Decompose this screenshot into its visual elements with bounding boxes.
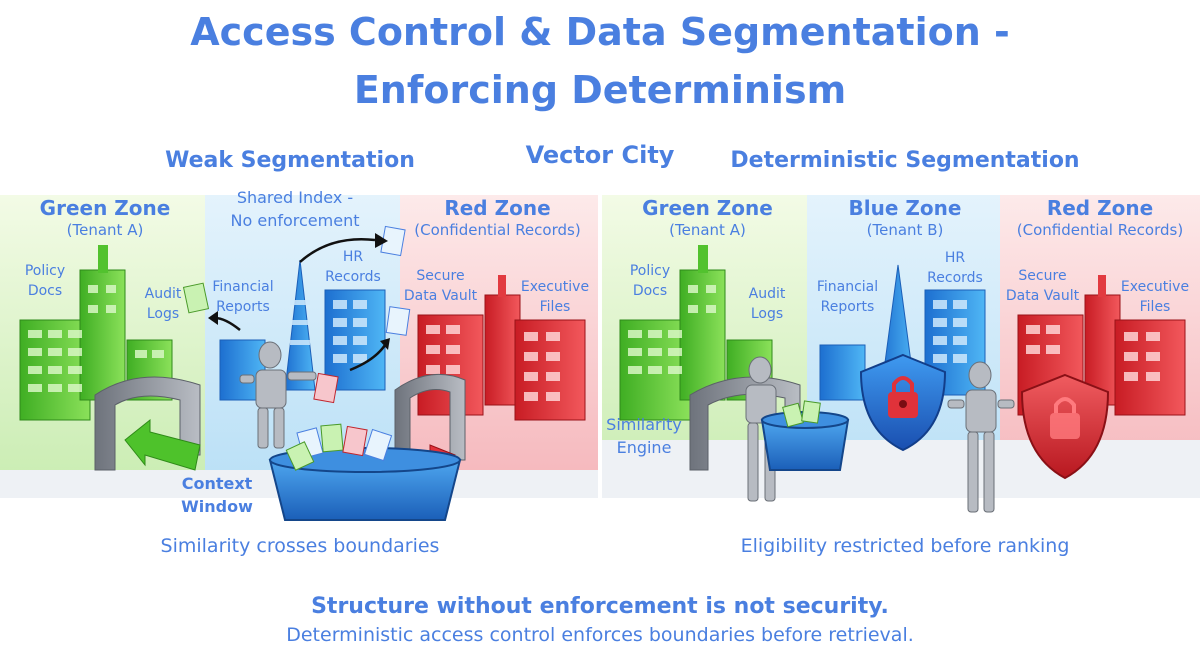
left-panel-heading: Weak Segmentation bbox=[165, 148, 415, 173]
left-label-context-2: Window bbox=[181, 497, 253, 516]
left-red-buildings bbox=[417, 275, 586, 421]
left-label-financial-1: Financial bbox=[212, 279, 274, 295]
right-label-audit-logs-1: Audit bbox=[748, 286, 786, 302]
right-label-exec-1: Executive bbox=[1120, 279, 1190, 295]
right-basket bbox=[760, 400, 850, 471]
left-green-arrow bbox=[124, 418, 201, 471]
left-blue-buildings bbox=[219, 259, 386, 401]
right-label-exec-2: Files bbox=[1139, 299, 1171, 315]
right-label-similarity-2: Engine bbox=[616, 438, 672, 457]
right-label-hr-2: Records bbox=[927, 270, 983, 286]
left-shared-index-line2: No enforcement bbox=[230, 211, 360, 230]
footer-line-1: Structure without enforcement is not sec… bbox=[311, 594, 889, 619]
title-line-2: Enforcing Determinism bbox=[353, 68, 847, 112]
left-label-policy-docs-2: Docs bbox=[27, 283, 63, 299]
right-green-zone-name: Green Zone bbox=[642, 196, 773, 220]
right-caption: Eligibility restricted before ranking bbox=[740, 535, 1070, 557]
right-label-policy-docs-1: Policy bbox=[629, 263, 671, 279]
left-label-context-1: Context bbox=[181, 474, 253, 493]
left-caption: Similarity crosses boundaries bbox=[160, 535, 440, 557]
right-label-vault-1: Secure bbox=[1018, 268, 1067, 284]
right-robot-2 bbox=[947, 361, 1015, 513]
left-label-financial-2: Reports bbox=[216, 299, 270, 315]
right-label-similarity-1: Similarity bbox=[606, 415, 682, 434]
right-blue-zone-name: Blue Zone bbox=[848, 196, 962, 220]
left-green-zone-sub: (Tenant A) bbox=[66, 221, 144, 239]
left-robot bbox=[239, 341, 317, 449]
left-label-audit-logs-1: Audit bbox=[144, 286, 182, 302]
right-label-audit-logs-2: Logs bbox=[750, 306, 784, 322]
left-label-exec-1: Executive bbox=[520, 279, 590, 295]
left-red-zone-sub: (Confidential Records) bbox=[414, 221, 581, 239]
right-label-policy-docs-2: Docs bbox=[632, 283, 668, 299]
right-label-financial-2: Reports bbox=[820, 299, 875, 315]
footer-line-2: Deterministic access control enforces bo… bbox=[286, 624, 914, 646]
right-shield-blue bbox=[859, 353, 947, 452]
right-red-zone-name: Red Zone bbox=[1046, 196, 1154, 220]
right-green-zone-sub: (Tenant A) bbox=[669, 221, 746, 239]
right-blue-zone-sub: (Tenant B) bbox=[866, 221, 944, 239]
left-docs bbox=[182, 225, 411, 404]
left-label-vault-1: Secure bbox=[416, 268, 465, 284]
right-panel-heading: Deterministic Segmentation bbox=[730, 148, 1080, 173]
left-green-buildings bbox=[19, 245, 173, 421]
left-label-exec-2: Files bbox=[539, 299, 571, 315]
title-line-1: Access Control & Data Segmentation - bbox=[190, 10, 1010, 54]
left-red-zone-name: Red Zone bbox=[444, 196, 551, 220]
city-label: Vector City bbox=[525, 141, 675, 169]
panel-divider bbox=[598, 195, 602, 500]
right-label-financial-1: Financial bbox=[816, 279, 879, 295]
right-label-hr-1: HR bbox=[944, 250, 966, 266]
left-green-zone-name: Green Zone bbox=[39, 196, 171, 220]
left-basket bbox=[268, 423, 462, 521]
left-label-audit-logs-2: Logs bbox=[146, 306, 180, 322]
left-label-hr-2: Records bbox=[325, 269, 381, 285]
left-label-policy-docs-1: Policy bbox=[24, 263, 66, 279]
right-red-zone-sub: (Confidential Records) bbox=[1016, 221, 1184, 239]
left-gate-left bbox=[94, 376, 201, 471]
right-label-vault-2: Data Vault bbox=[1005, 288, 1080, 304]
left-label-hr-1: HR bbox=[342, 249, 364, 265]
left-shared-index-line1: Shared Index - bbox=[236, 188, 354, 207]
right-shield-red bbox=[1020, 373, 1110, 480]
left-label-vault-2: Data Vault bbox=[403, 288, 478, 304]
